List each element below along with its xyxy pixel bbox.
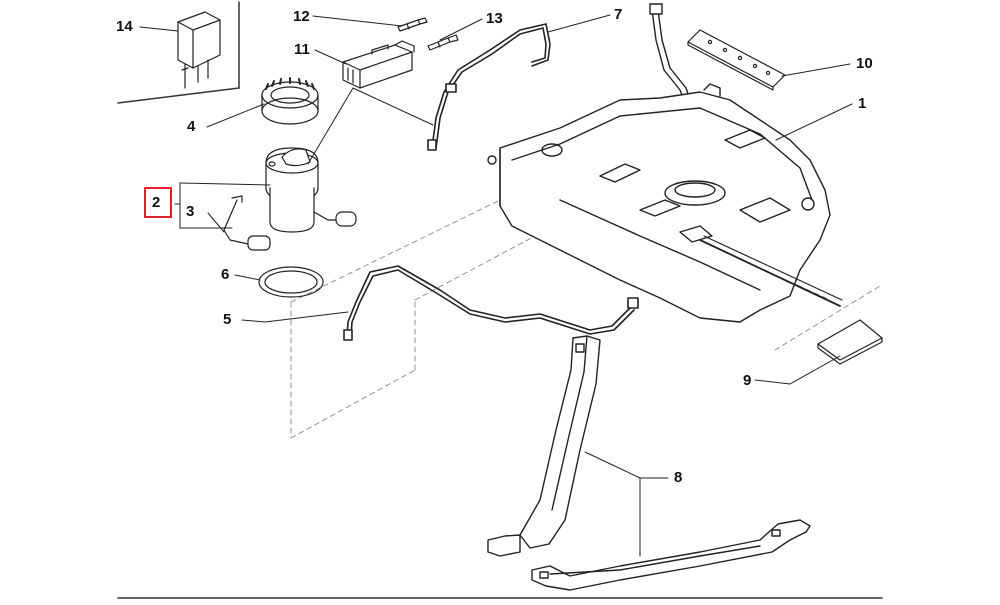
fuel-tank-part-1[interactable] (487, 83, 843, 323)
fuel-line-part-5[interactable] (343, 265, 639, 341)
callout-11[interactable]: 11 (294, 41, 310, 58)
callout-8[interactable]: 8 (674, 469, 683, 486)
callout-4[interactable]: 4 (187, 118, 196, 135)
level-sensor-part-3[interactable] (223, 195, 271, 251)
callout-13[interactable]: 13 (486, 10, 503, 27)
callout-2[interactable]: 2 (152, 194, 161, 211)
lock-ring-part-4[interactable] (261, 77, 319, 125)
support-bracket-part-8[interactable] (487, 335, 811, 591)
callout-1[interactable]: 1 (858, 95, 867, 112)
fuel-pump-module-part-2[interactable] (265, 147, 357, 233)
connector-part-11[interactable] (342, 40, 415, 89)
frame-lines (117, 1, 883, 599)
callout-9[interactable]: 9 (743, 372, 752, 389)
callout-5[interactable]: 5 (223, 311, 232, 328)
terminal-part-12[interactable] (397, 17, 428, 32)
strap-part-10[interactable] (687, 29, 786, 91)
pad-part-9[interactable] (817, 319, 883, 365)
callout-2-highlight-box (144, 187, 172, 218)
gasket-part-6[interactable] (258, 266, 324, 298)
callout-10[interactable]: 10 (856, 55, 873, 72)
callout-3[interactable]: 3 (186, 203, 195, 220)
leader-lines (139, 14, 853, 557)
relay-part-14[interactable] (177, 11, 221, 89)
callout-12[interactable]: 12 (293, 8, 310, 25)
terminal-part-13[interactable] (427, 34, 459, 51)
callout-6[interactable]: 6 (221, 266, 230, 283)
callout-14[interactable]: 14 (116, 18, 133, 35)
vent-line-part-7[interactable] (427, 23, 551, 151)
callout-7[interactable]: 7 (614, 6, 623, 23)
filler-neck-hose (649, 3, 691, 101)
